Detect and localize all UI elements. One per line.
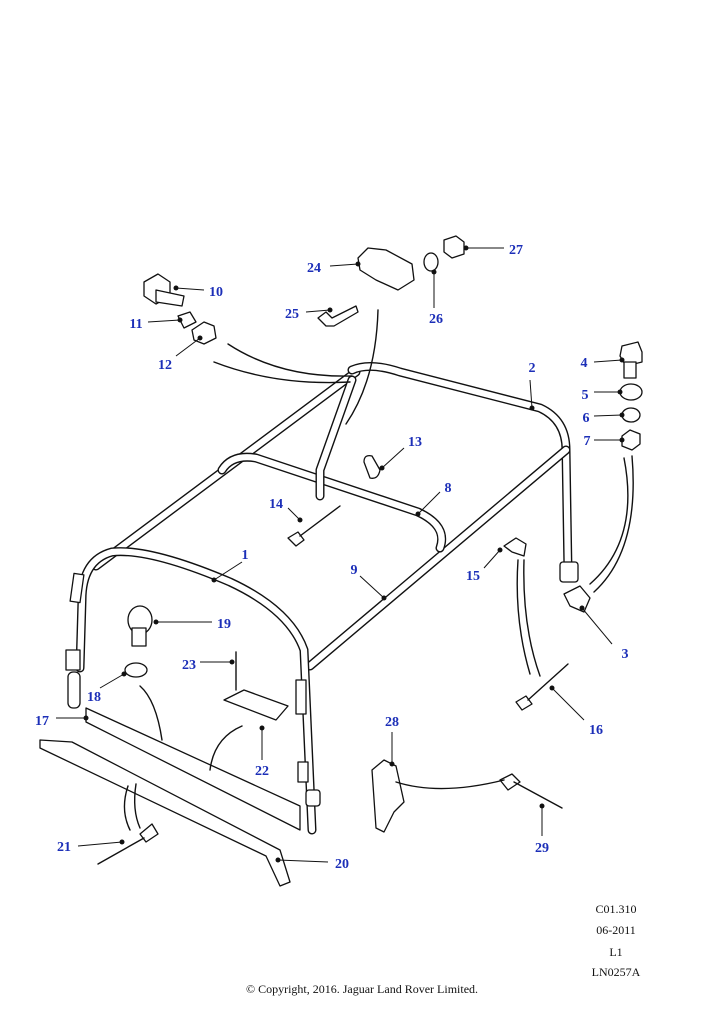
callout-2: 2 <box>529 361 536 376</box>
part-15-clip <box>503 537 527 557</box>
part-26-washer <box>423 252 439 272</box>
part-5-washer <box>619 383 643 401</box>
part-6-spring-washer <box>621 407 641 423</box>
callout-1: 1 <box>242 548 249 563</box>
callout-10: 10 <box>209 285 223 300</box>
part-28-bracket <box>371 759 405 833</box>
callout-4: 4 <box>581 356 588 371</box>
front-bow-fittings <box>65 561 579 807</box>
part-20-rail <box>39 739 291 887</box>
illustration-number: LN0257A <box>591 965 641 979</box>
callout-20: 20 <box>335 857 349 872</box>
part-24-pivot-bracket <box>357 247 415 291</box>
callout-29: 29 <box>535 841 549 856</box>
callout-17: 17 <box>35 714 49 729</box>
part-4-bolt <box>619 341 643 379</box>
part-11-square-nut <box>177 311 197 329</box>
reference-date: 06-2011 <box>596 923 636 937</box>
part-10-bolt <box>143 273 185 307</box>
leaders <box>56 245 625 863</box>
part-19-fastener <box>127 605 153 647</box>
part-22-plate <box>223 689 289 721</box>
part-14-rivet <box>287 505 341 547</box>
callout-23: 23 <box>182 658 196 673</box>
callout-11: 11 <box>129 317 142 332</box>
callout-6: 6 <box>583 411 590 426</box>
part-3-bracket <box>563 585 591 613</box>
callout-24: 24 <box>307 261 321 276</box>
callout-26: 26 <box>429 312 443 327</box>
copyright-notice: © Copyright, 2016. Jaguar Land Rover Lim… <box>245 982 479 996</box>
callout-14: 14 <box>269 497 283 512</box>
callout-3: 3 <box>622 647 629 662</box>
part-7-nut <box>621 429 641 451</box>
part-27-nut <box>443 235 465 259</box>
callout-25: 25 <box>285 307 299 322</box>
callout-16: 16 <box>589 723 603 738</box>
part-16-rivet <box>515 663 569 711</box>
callout-labels: 1 2 3 4 5 6 7 8 9 10 11 12 13 14 15 16 1… <box>35 243 629 872</box>
part-29-rivet <box>499 773 563 809</box>
callout-7: 7 <box>584 434 591 449</box>
callout-12: 12 <box>158 358 172 373</box>
callout-27: 27 <box>509 243 523 258</box>
callout-21: 21 <box>57 840 71 855</box>
reference-level: L1 <box>609 945 623 959</box>
assembly-curves <box>123 309 634 831</box>
callout-13: 13 <box>408 435 422 450</box>
part-13-clip <box>363 454 381 479</box>
callout-18: 18 <box>87 690 101 705</box>
callout-28: 28 <box>385 715 399 730</box>
callout-19: 19 <box>217 617 231 632</box>
callout-22: 22 <box>255 764 269 779</box>
callout-15: 15 <box>466 569 480 584</box>
callout-8: 8 <box>445 481 452 496</box>
part-21-rivet <box>97 823 159 865</box>
frame-tubes <box>75 362 573 835</box>
reference-code: C01.310 <box>595 902 637 916</box>
part-25-screw <box>317 305 359 327</box>
callout-5: 5 <box>582 388 589 403</box>
callout-9: 9 <box>351 563 358 578</box>
part-18-grommet <box>124 662 148 678</box>
